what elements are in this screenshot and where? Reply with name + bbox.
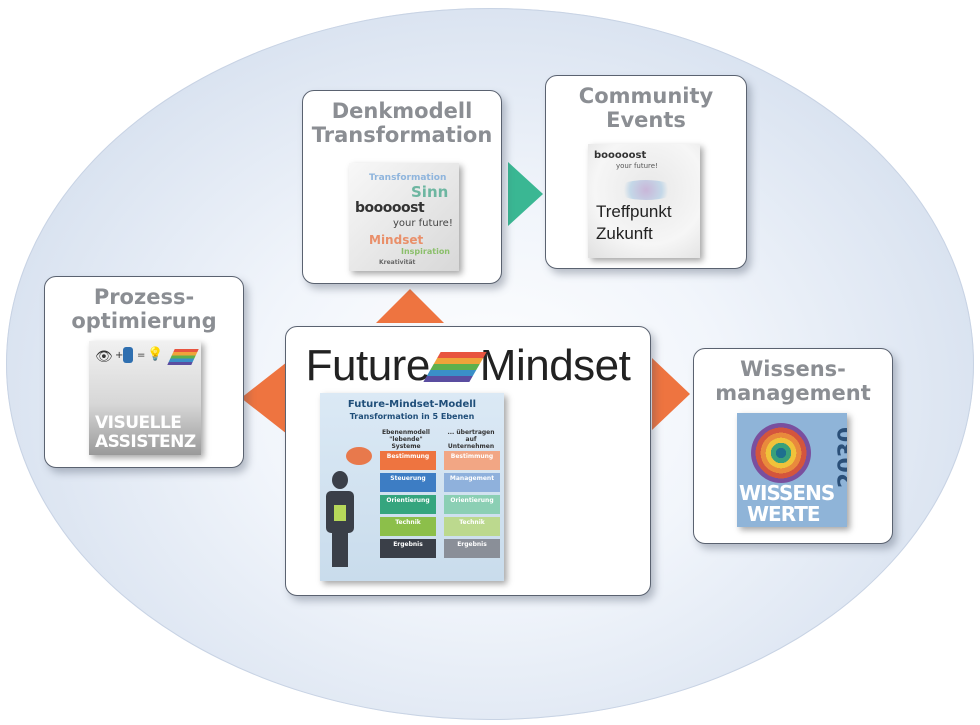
card-title: Prozess- optimierung	[45, 285, 243, 333]
denkmodell-thumbnail: Transformation Sinn booooost your future…	[349, 163, 459, 271]
arrow-right-to-wissens	[652, 358, 690, 430]
title-mindset: Mindset	[479, 341, 631, 390]
left-layer-bestimmung: Bestimmung	[380, 451, 436, 470]
text-treffpunkt: Treffpunkt	[596, 202, 672, 221]
model-title: Future-Mindset-Modell	[347, 399, 477, 410]
eye-icon: 👁	[95, 349, 113, 365]
lightbulb-icon: 💡	[147, 347, 164, 362]
title-future: Future	[305, 341, 431, 390]
word-kreativitaet: Kreativität	[379, 259, 416, 266]
booooost-watermark	[616, 180, 676, 200]
logo-subtitle: your future!	[616, 162, 658, 170]
wissenswerte-thumbnail: 2030 WISSENS WERTE	[737, 413, 847, 527]
title-line-1: Denkmodell	[331, 99, 473, 123]
title-line-1: Prozess-	[93, 285, 195, 309]
card-community-events[interactable]: Community Events booooost your future! T…	[545, 75, 747, 269]
right-layer-bestimmung: Bestimmung	[444, 451, 500, 470]
title-line-2: management	[715, 381, 871, 405]
text-werte: WERTE	[747, 502, 821, 526]
title-line-1: Wissens-	[740, 357, 846, 381]
word-sinn: Sinn	[411, 183, 449, 201]
community-thumbnail: booooost your future! Treffpunkt Zukunft	[588, 144, 700, 258]
card-title: Denkmodell Transformation	[303, 99, 501, 147]
arrow-left-to-prozess	[241, 362, 287, 434]
right-layer-ergebnis: Ergebnis	[444, 539, 500, 558]
title-line-2: Transformation	[311, 123, 493, 147]
logo-booooost: booooost	[594, 150, 647, 161]
hand-icon	[123, 347, 133, 363]
right-layer-management: Management	[444, 473, 500, 492]
thought-bubble	[346, 447, 372, 465]
card-title: Community Events	[546, 84, 746, 132]
word-inspiration: Inspiration	[401, 247, 451, 256]
card-wissensmanagement[interactable]: Wissens- management 2030 WISSENS WERTE	[693, 348, 893, 544]
left-layer-orientierung: Orientierung	[380, 495, 436, 514]
logo-booooost: booooost	[355, 200, 425, 216]
stripes-logo	[423, 352, 487, 382]
right-layer-technik: Technik	[444, 517, 500, 536]
card-prozessoptimierung[interactable]: Prozess- optimierung 👁 + = 💡 VISUELLE AS…	[44, 276, 244, 468]
text-zukunft: Zukunft	[596, 224, 653, 243]
word-your-future: your future!	[393, 218, 453, 229]
card-title: Wissens- management	[694, 357, 892, 405]
title-line-1: Community	[578, 84, 714, 108]
column-label-left: Ebenenmodell "lebende" Systeme	[382, 429, 430, 450]
text-wissens: WISSENS	[739, 481, 835, 505]
title-line-2: optimierung	[71, 309, 217, 333]
word-mindset: Mindset	[369, 233, 424, 247]
model-subtitle: Transformation in 5 Ebenen	[349, 412, 475, 421]
card-future-mindset[interactable]: Future Mindset Future-Mindset-Modell Tran…	[285, 326, 651, 596]
prozess-thumbnail: 👁 + = 💡 VISUELLE ASSISTENZ	[89, 341, 201, 455]
person-torso-highlight	[334, 505, 346, 521]
future-mindset-title: Future Mindset	[286, 341, 650, 391]
left-layer-steuerung: Steuerung	[380, 473, 436, 492]
title-line-2: Events	[606, 108, 686, 132]
plus-icon: +	[115, 350, 124, 361]
arrow-right-to-community	[508, 162, 543, 226]
text-visuelle: VISUELLE	[95, 413, 182, 433]
future-mindset-model-thumbnail: Future-Mindset-Modell Transformation in …	[320, 393, 504, 581]
stripes-logo	[167, 349, 199, 365]
equals-icon: =	[137, 350, 146, 361]
person-head	[332, 471, 348, 489]
right-layer-orientierung: Orientierung	[444, 495, 500, 514]
target-logo	[751, 423, 811, 483]
left-layer-ergebnis: Ergebnis	[380, 539, 436, 558]
column-label-right: ... übertragen auf Unternehmen	[447, 429, 495, 450]
card-denkmodell-transformation[interactable]: Denkmodell Transformation Transformation…	[302, 90, 502, 284]
left-layer-technik: Technik	[380, 517, 436, 536]
person-legs	[332, 533, 348, 567]
arrow-up-to-denkmodell	[376, 289, 444, 323]
text-year: 2030	[835, 426, 847, 489]
text-assistenz: ASSISTENZ	[95, 432, 196, 452]
word-transformation: Transformation	[369, 173, 447, 183]
